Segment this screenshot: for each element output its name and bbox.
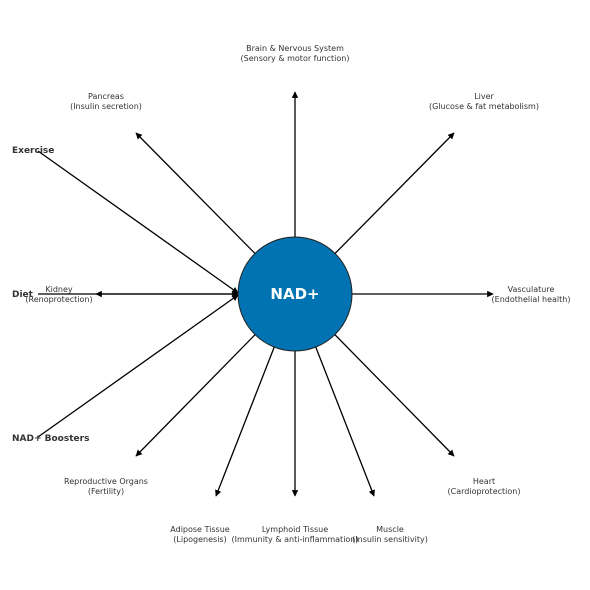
input-arrow-nad-boosters bbox=[37, 294, 239, 438]
organ-desc-lymphoid-tissue: (Immunity & anti-inflammation) bbox=[231, 535, 358, 544]
organ-desc-liver: (Glucose & fat metabolism) bbox=[429, 102, 539, 111]
input-label-diet: Diet bbox=[12, 290, 34, 300]
organ-desc-heart: (Cardioprotection) bbox=[448, 487, 521, 496]
nad-center-label: NAD+ bbox=[270, 285, 319, 303]
organ-label-lymphoid-tissue: Lymphoid Tissue bbox=[262, 525, 328, 534]
organ-desc-brain-nervous-system: (Sensory & motor function) bbox=[241, 54, 350, 63]
organ-desc-pancreas: (Insulin secretion) bbox=[70, 102, 142, 111]
input-label-exercise: Exercise bbox=[12, 146, 54, 156]
organ-label-adipose-tissue: Adipose Tissue bbox=[170, 525, 230, 534]
organ-label-liver: Liver bbox=[474, 92, 494, 101]
organ-desc-vasculature: (Endothelial health) bbox=[492, 295, 571, 304]
organ-label-kidney: Kidney bbox=[45, 285, 73, 294]
organ-label-vasculature: Vasculature bbox=[508, 285, 555, 294]
organ-label-muscle: Muscle bbox=[376, 525, 404, 534]
nad-center-node bbox=[237, 236, 353, 352]
organ-desc-muscle: (Insulin sensitivity) bbox=[352, 535, 428, 544]
input-arrow-exercise bbox=[37, 150, 239, 294]
organ-label-heart: Heart bbox=[473, 477, 495, 486]
organ-label-reproductive-organs: Reproductive Organs bbox=[64, 477, 148, 486]
organ-desc-adipose-tissue: (Lipogenesis) bbox=[173, 535, 226, 544]
input-label-nad-boosters: NAD+ Boosters bbox=[12, 434, 89, 444]
organ-label-pancreas: Pancreas bbox=[88, 92, 124, 101]
organ-desc-kidney: (Renoprotection) bbox=[25, 295, 92, 304]
organ-label-brain-nervous-system: Brain & Nervous System bbox=[246, 44, 344, 53]
organ-desc-reproductive-organs: (Fertility) bbox=[88, 487, 124, 496]
